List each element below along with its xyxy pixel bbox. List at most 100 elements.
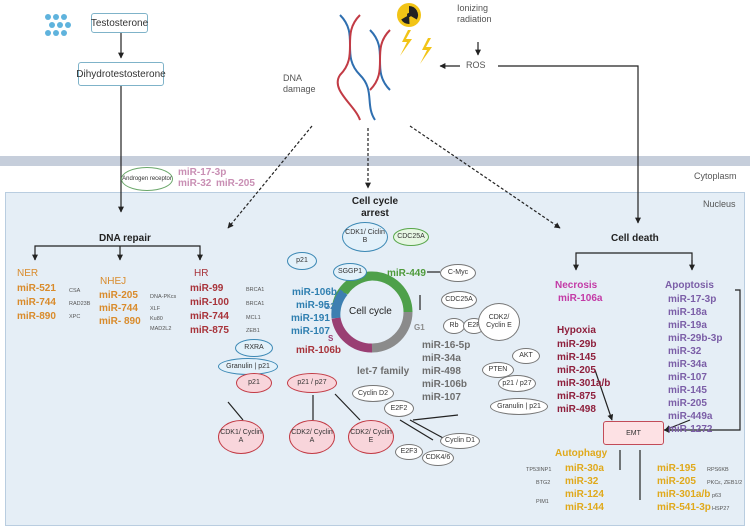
cdk2-cyclin-e-left-label: CDK2/ Cyclin E (350, 429, 392, 444)
granulin-p21-right-node: Granulin | p21 (490, 398, 548, 415)
androgen-receptor-node: Androgen receptor (121, 167, 173, 191)
cdk1-cyclin-b-label: CDK1/ Ciclin B (345, 229, 385, 244)
apoptosis-mir-item: miR-18a (668, 307, 707, 318)
cdk2-cyclin-a-label: CDK2/ Cyclin A (291, 429, 333, 444)
apoptosis-mir-item: miR-34a (668, 359, 707, 370)
blue-mir-item: miR-107 (291, 326, 330, 337)
p21-top-node: p21 (287, 252, 317, 270)
cdc25a-top-label: CDC25A (397, 233, 425, 241)
gray-mir-item: miR-16-5p (422, 340, 471, 351)
nhej-title: NHEJ (100, 276, 127, 287)
hr-gene: BRCA1 (246, 287, 265, 293)
let7-family-label: let-7 family (357, 366, 410, 377)
ner-mir-item: miR-744 (17, 297, 56, 308)
ner-mir-item: miR-521 (17, 283, 56, 294)
hypoxia-mir-item: miR-498 (557, 404, 596, 415)
cyclin-d2-label: Cyclin D2 (358, 389, 388, 397)
cdc25a-mid-node: CDC25A (441, 291, 477, 309)
cdk2-cyclin-e-right-label: CDK2/ Cyclin E (486, 314, 512, 329)
dna-repair-title: DNA repair (99, 233, 151, 244)
apoptosis-mir-item: miR-205 (668, 398, 707, 409)
hypoxia-mir-item: miR-29b (557, 339, 597, 350)
cell-death-title: Cell death (611, 233, 659, 244)
ar-mir-item: miR-32 (178, 178, 212, 189)
hypoxia-mir-item: miR-145 (557, 352, 596, 363)
autophagy-right-mir: miR-301a/b (657, 489, 711, 500)
cyclin-d1-node: Cyclin D1 (440, 433, 480, 449)
rb-label: Rb (449, 322, 459, 330)
cell-cycle-arrest-title: Cell cycle arrest (351, 196, 399, 219)
ner-gene: XPC (69, 314, 81, 320)
dihydrotestosterone-box: Dihydrotestosterone (76, 62, 166, 86)
cmyc-node: C-Myc (440, 264, 476, 282)
sggp1-node: SGGP1 (333, 263, 367, 281)
apoptosis-mir-item: miR-107 (668, 372, 707, 383)
autophagy-right-gene: RPS6KB (707, 467, 729, 473)
dihydrotestosterone-label: Dihydrotestosterone (76, 68, 166, 80)
apoptosis-mir-item: miR-145 (668, 385, 707, 396)
nucleus-label: Nucleus (703, 199, 736, 209)
nhej-mir-item: miR-744 (99, 303, 138, 314)
necrosis-title: Necrosis (555, 280, 598, 291)
cdc25a-mid-label: CDC25A (445, 296, 473, 304)
apoptosis-mir-item: miR-29b-3p (668, 333, 723, 344)
apoptosis-mir-item: miR-449a (668, 411, 713, 422)
radiation-icon (397, 3, 421, 27)
hr-mir-item: miR-744 (190, 311, 229, 322)
p21-top-label: p21 (296, 257, 308, 265)
hr-gene: BRCA1 (246, 301, 265, 307)
ros-label: ROS (466, 60, 486, 70)
apoptosis-title: Apoptosis (665, 280, 714, 291)
necrosis-mir: miR-106a (558, 293, 603, 304)
phase-g1-label: G1 (414, 323, 425, 332)
e2f-label: E2F (467, 322, 481, 330)
autophagy-left-gene: PIM1 (536, 499, 549, 505)
gray-mir-item: miR-106b (422, 379, 468, 390)
mir-106b-mid: miR-106b (296, 345, 342, 356)
apoptosis-mir-item: miR-32 (668, 346, 702, 357)
autophagy-left-gene: BTG2 (536, 480, 551, 486)
mir-449-label: miR-449 (387, 268, 426, 279)
hypoxia-title: Hypoxia (557, 325, 596, 336)
p21-p27-right-label: p21 / p27 (502, 379, 532, 387)
autophagy-left-mir: miR-30a (565, 463, 604, 474)
hypoxia-mir-item: miR-205 (557, 365, 596, 376)
ner-title: NER (17, 268, 39, 279)
blue-mir-item: miR-95 (296, 300, 330, 311)
nhej-gene: XLF (150, 306, 161, 312)
ar-mir-item: miR-205 (216, 178, 255, 189)
hypoxia-mir-item: miR-875 (557, 391, 596, 402)
autophagy-left-gene: TP53INP1 (526, 467, 552, 473)
cdk46-label: CDK4/6 (425, 454, 451, 462)
blue-mir-item: miR-106b (292, 287, 338, 298)
lightning-bolt-icon (380, 28, 450, 73)
cdk2-cyclin-e-right-node: CDK2/ Cyclin E (478, 303, 520, 341)
cdk1-cyclin-a-node: CDK1/ Cyclin A (218, 420, 264, 454)
granulin-p21-right-label: Granulin | p21 (497, 402, 541, 410)
testosterone-box: Testosterone (91, 13, 148, 33)
gray-mir-item: miR-34a (422, 353, 461, 364)
autophagy-right-mir: miR-205 (657, 476, 696, 487)
cdk2-cyclin-a-node: CDK2/ Cyclin A (289, 420, 335, 454)
cyclin-d2-node: Cyclin D2 (352, 385, 394, 402)
rxra-node: RXRA (235, 339, 273, 357)
hr-mir-item: miR-99 (190, 283, 224, 294)
ner-gene: CSA (69, 288, 81, 294)
rxra-label: RXRA (244, 344, 264, 352)
phase-m-label: M (343, 286, 350, 295)
ner-gene: RAD23B (69, 301, 91, 307)
nhej-gene: MAD2L2 (150, 326, 172, 332)
hr-gene: ZEB1 (246, 328, 260, 334)
autophagy-right-gene: p63 (712, 493, 722, 499)
autophagy-left-mir: miR-124 (565, 489, 604, 500)
e2f2-label: E2F2 (390, 404, 408, 412)
nhej-mir-item: miR-205 (99, 290, 138, 301)
ionizing-radiation-label: Ionizing radiation (457, 3, 492, 24)
cmyc-label: C-Myc (447, 269, 469, 277)
p21-mid-label: p21 (248, 379, 260, 387)
ner-mir-item: miR-890 (17, 311, 56, 322)
e2f2-node: E2F2 (384, 400, 414, 417)
p21-p27-right-node: p21 / p27 (498, 375, 536, 392)
apoptosis-mir-item: miR-1272 (668, 424, 713, 435)
